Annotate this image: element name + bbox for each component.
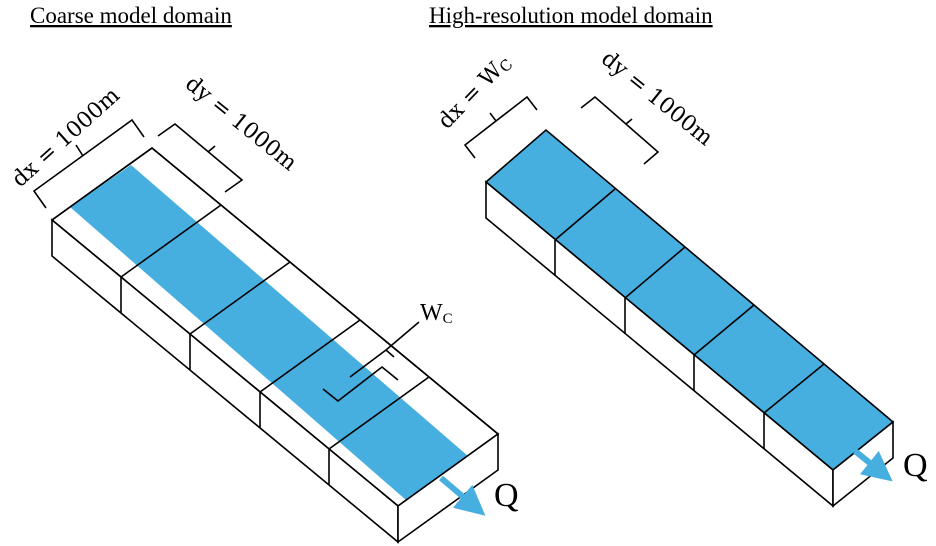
coarse-side-cell-lines xyxy=(120,277,330,485)
highres-top-face xyxy=(484,128,895,472)
coarse-flow-label: Q xyxy=(494,477,519,514)
highres-side-cell-lines xyxy=(554,240,765,449)
coarse-wc-sub: C xyxy=(443,311,453,327)
coarse-wc-main: W xyxy=(420,300,443,326)
coarse-title: Coarse model domain xyxy=(30,3,232,28)
highres-flow-arrow xyxy=(853,448,893,482)
coarse-cell-lines xyxy=(120,204,430,450)
highres-dx-main: dx = W xyxy=(433,58,508,134)
coarse-wc-label: WC xyxy=(420,300,453,327)
coarse-flow-arrow xyxy=(439,475,486,516)
coarse-front-face xyxy=(397,432,499,544)
highres-dx-label: dx = WC xyxy=(433,50,516,135)
coarse-model-domain: Coarse model domain dx = 1000 xyxy=(7,3,519,544)
coarse-dy-bracket xyxy=(157,122,244,193)
highres-dy-bracket xyxy=(580,95,660,165)
highres-model-domain: High-resolution model domain dx = WC xyxy=(429,3,928,508)
highres-flow-label: Q xyxy=(903,447,928,484)
coarse-wc-indicator xyxy=(322,321,420,403)
coarse-dx-bracket xyxy=(32,118,145,209)
coarse-river-channel xyxy=(70,165,468,500)
highres-dy-label: dy = 1000m xyxy=(596,46,717,151)
highres-dx-bracket xyxy=(463,95,538,159)
coarse-dy-label: dy = 1000m xyxy=(180,71,301,176)
highres-cell-lines xyxy=(554,188,825,414)
highres-title: High-resolution model domain xyxy=(429,3,713,28)
